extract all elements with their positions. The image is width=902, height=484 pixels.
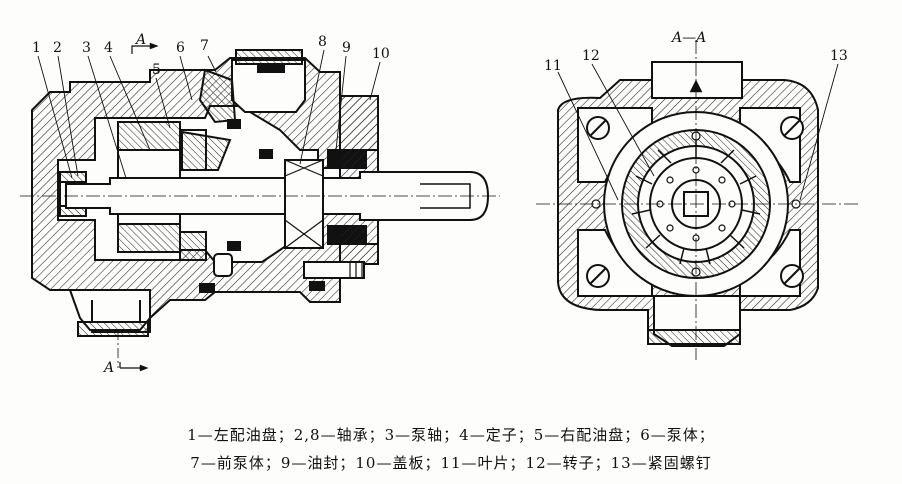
cover-screw [303,261,365,279]
cover-plate [339,95,379,169]
section-title: A—A [670,30,706,46]
left-labels: 1 2 3 4 5 6 7 8 9 10 A A [32,32,390,376]
label-5: 5 [152,62,161,78]
fastening-screws [586,116,804,288]
label-4: 4 [104,40,113,56]
caption-line-1: 1—左配油盘；2,8—轴承；3—泵轴；4—定子；5—右配油盘；6—泵体； [187,426,715,444]
label-9: 9 [342,40,351,56]
bottom-seal [77,321,149,337]
label-7: 7 [200,38,209,54]
longitudinal-section [20,42,500,372]
label-3: 3 [82,40,91,56]
top-seal [235,49,303,65]
label-12: 12 [582,48,600,64]
right-labels: 11 12 13 A—A [544,30,848,74]
caption-line-2: 7—前泵体；9—油封；10—盖板；11—叶片；12—转子；13—紧固螺钉 [190,454,712,472]
label-6: 6 [176,40,185,56]
label-2: 2 [53,40,62,56]
label-8: 8 [318,34,327,50]
front-pump-body [198,68,237,124]
label-13: 13 [830,48,848,64]
label-1: 1 [32,40,41,56]
label-11: 11 [544,58,562,74]
bottom-seal-right [647,329,741,345]
vanes [631,140,761,265]
section-mark-top: A [134,32,146,48]
pump-drawing: 1 2 3 4 5 6 7 8 9 10 A A [20,30,860,376]
label-10: 10 [372,46,390,62]
section-mark-bottom: A [102,360,114,376]
cross-section [536,40,860,360]
